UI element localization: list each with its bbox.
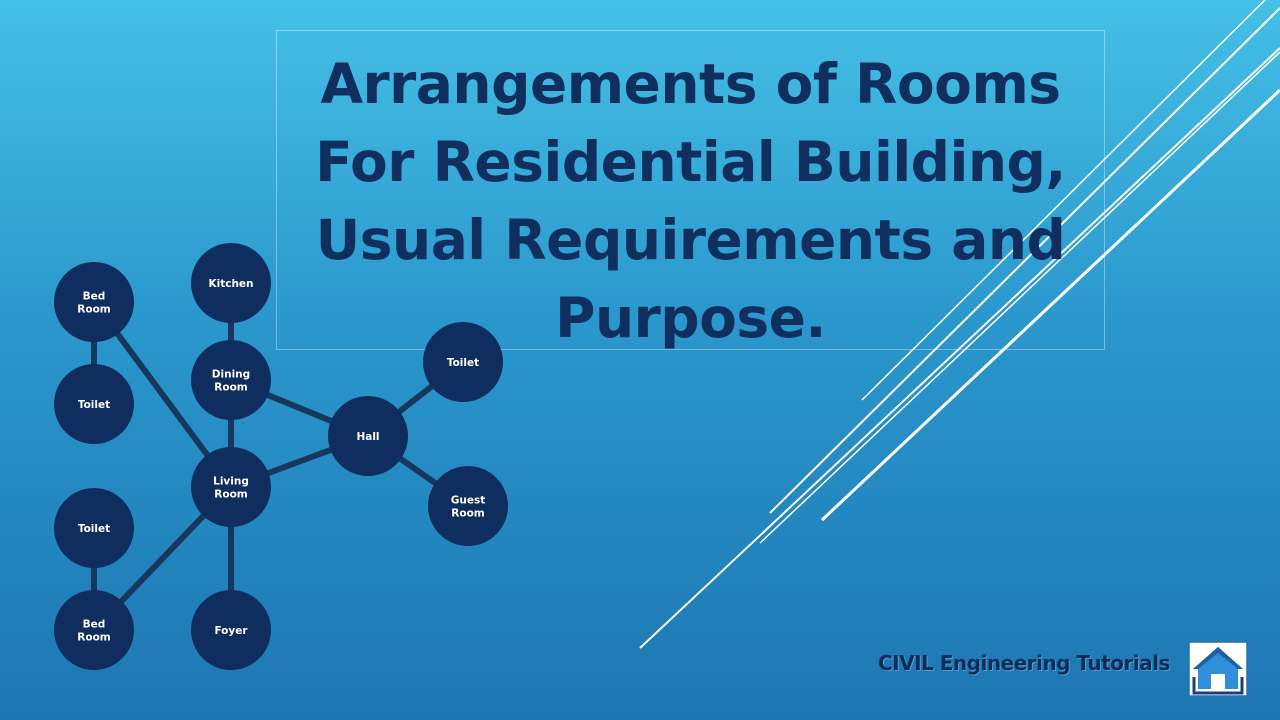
node-label: Bed: [83, 291, 106, 303]
node-label: Room: [214, 382, 248, 394]
node-label: Room: [77, 304, 111, 316]
node-foyer: Foyer: [191, 590, 271, 670]
node-label: Toilet: [78, 399, 110, 411]
deco-line: [639, 47, 1280, 649]
node-toilet-1: Toilet: [54, 364, 134, 444]
node-circle: [54, 488, 134, 568]
node-label: Kitchen: [208, 278, 253, 290]
title-box: Arrangements of Rooms For Residential Bu…: [276, 30, 1105, 350]
node-circle: [54, 364, 134, 444]
node-circle: [54, 262, 134, 342]
node-label: Hall: [356, 431, 379, 443]
diagram-edges: [91, 283, 470, 633]
brand-name: CIVIL Engineering Tutorials: [878, 651, 1170, 675]
node-circle: [428, 466, 508, 546]
house-logo-icon: [1188, 641, 1248, 697]
deco-line: [769, 7, 1280, 514]
node-circle: [54, 590, 134, 670]
node-label: Foyer: [214, 625, 248, 637]
slide-title: Arrangements of Rooms For Residential Bu…: [315, 52, 1066, 350]
node-circle: [423, 322, 503, 402]
node-circle: [191, 340, 271, 420]
deco-line: [820, 88, 1280, 522]
node-label: Room: [77, 632, 111, 644]
node-kitchen: Kitchen: [191, 243, 271, 323]
deco-line: [861, 0, 1266, 401]
diagram-nodes: BedRoomToiletKitchenDiningRoomLivingRoom…: [54, 243, 508, 670]
node-label: Toilet: [447, 357, 479, 369]
node-circle: [191, 590, 271, 670]
node-label: Guest: [451, 495, 485, 507]
node-circle: [191, 447, 271, 527]
deco-line: [759, 51, 1280, 544]
node-toilet-2: Toilet: [54, 488, 134, 568]
room-arrangement-diagram: BedRoomToiletKitchenDiningRoomLivingRoom…: [54, 243, 508, 670]
node-toilet-3: Toilet: [423, 322, 503, 402]
node-circle: [191, 243, 271, 323]
node-hall: Hall: [328, 396, 408, 476]
node-label: Bed: [83, 619, 106, 631]
node-label: Dining: [212, 369, 250, 381]
node-label: Room: [451, 508, 485, 520]
node-label: Toilet: [78, 523, 110, 535]
node-circle: [328, 396, 408, 476]
node-label: Room: [214, 489, 248, 501]
node-label: Living: [213, 476, 249, 488]
